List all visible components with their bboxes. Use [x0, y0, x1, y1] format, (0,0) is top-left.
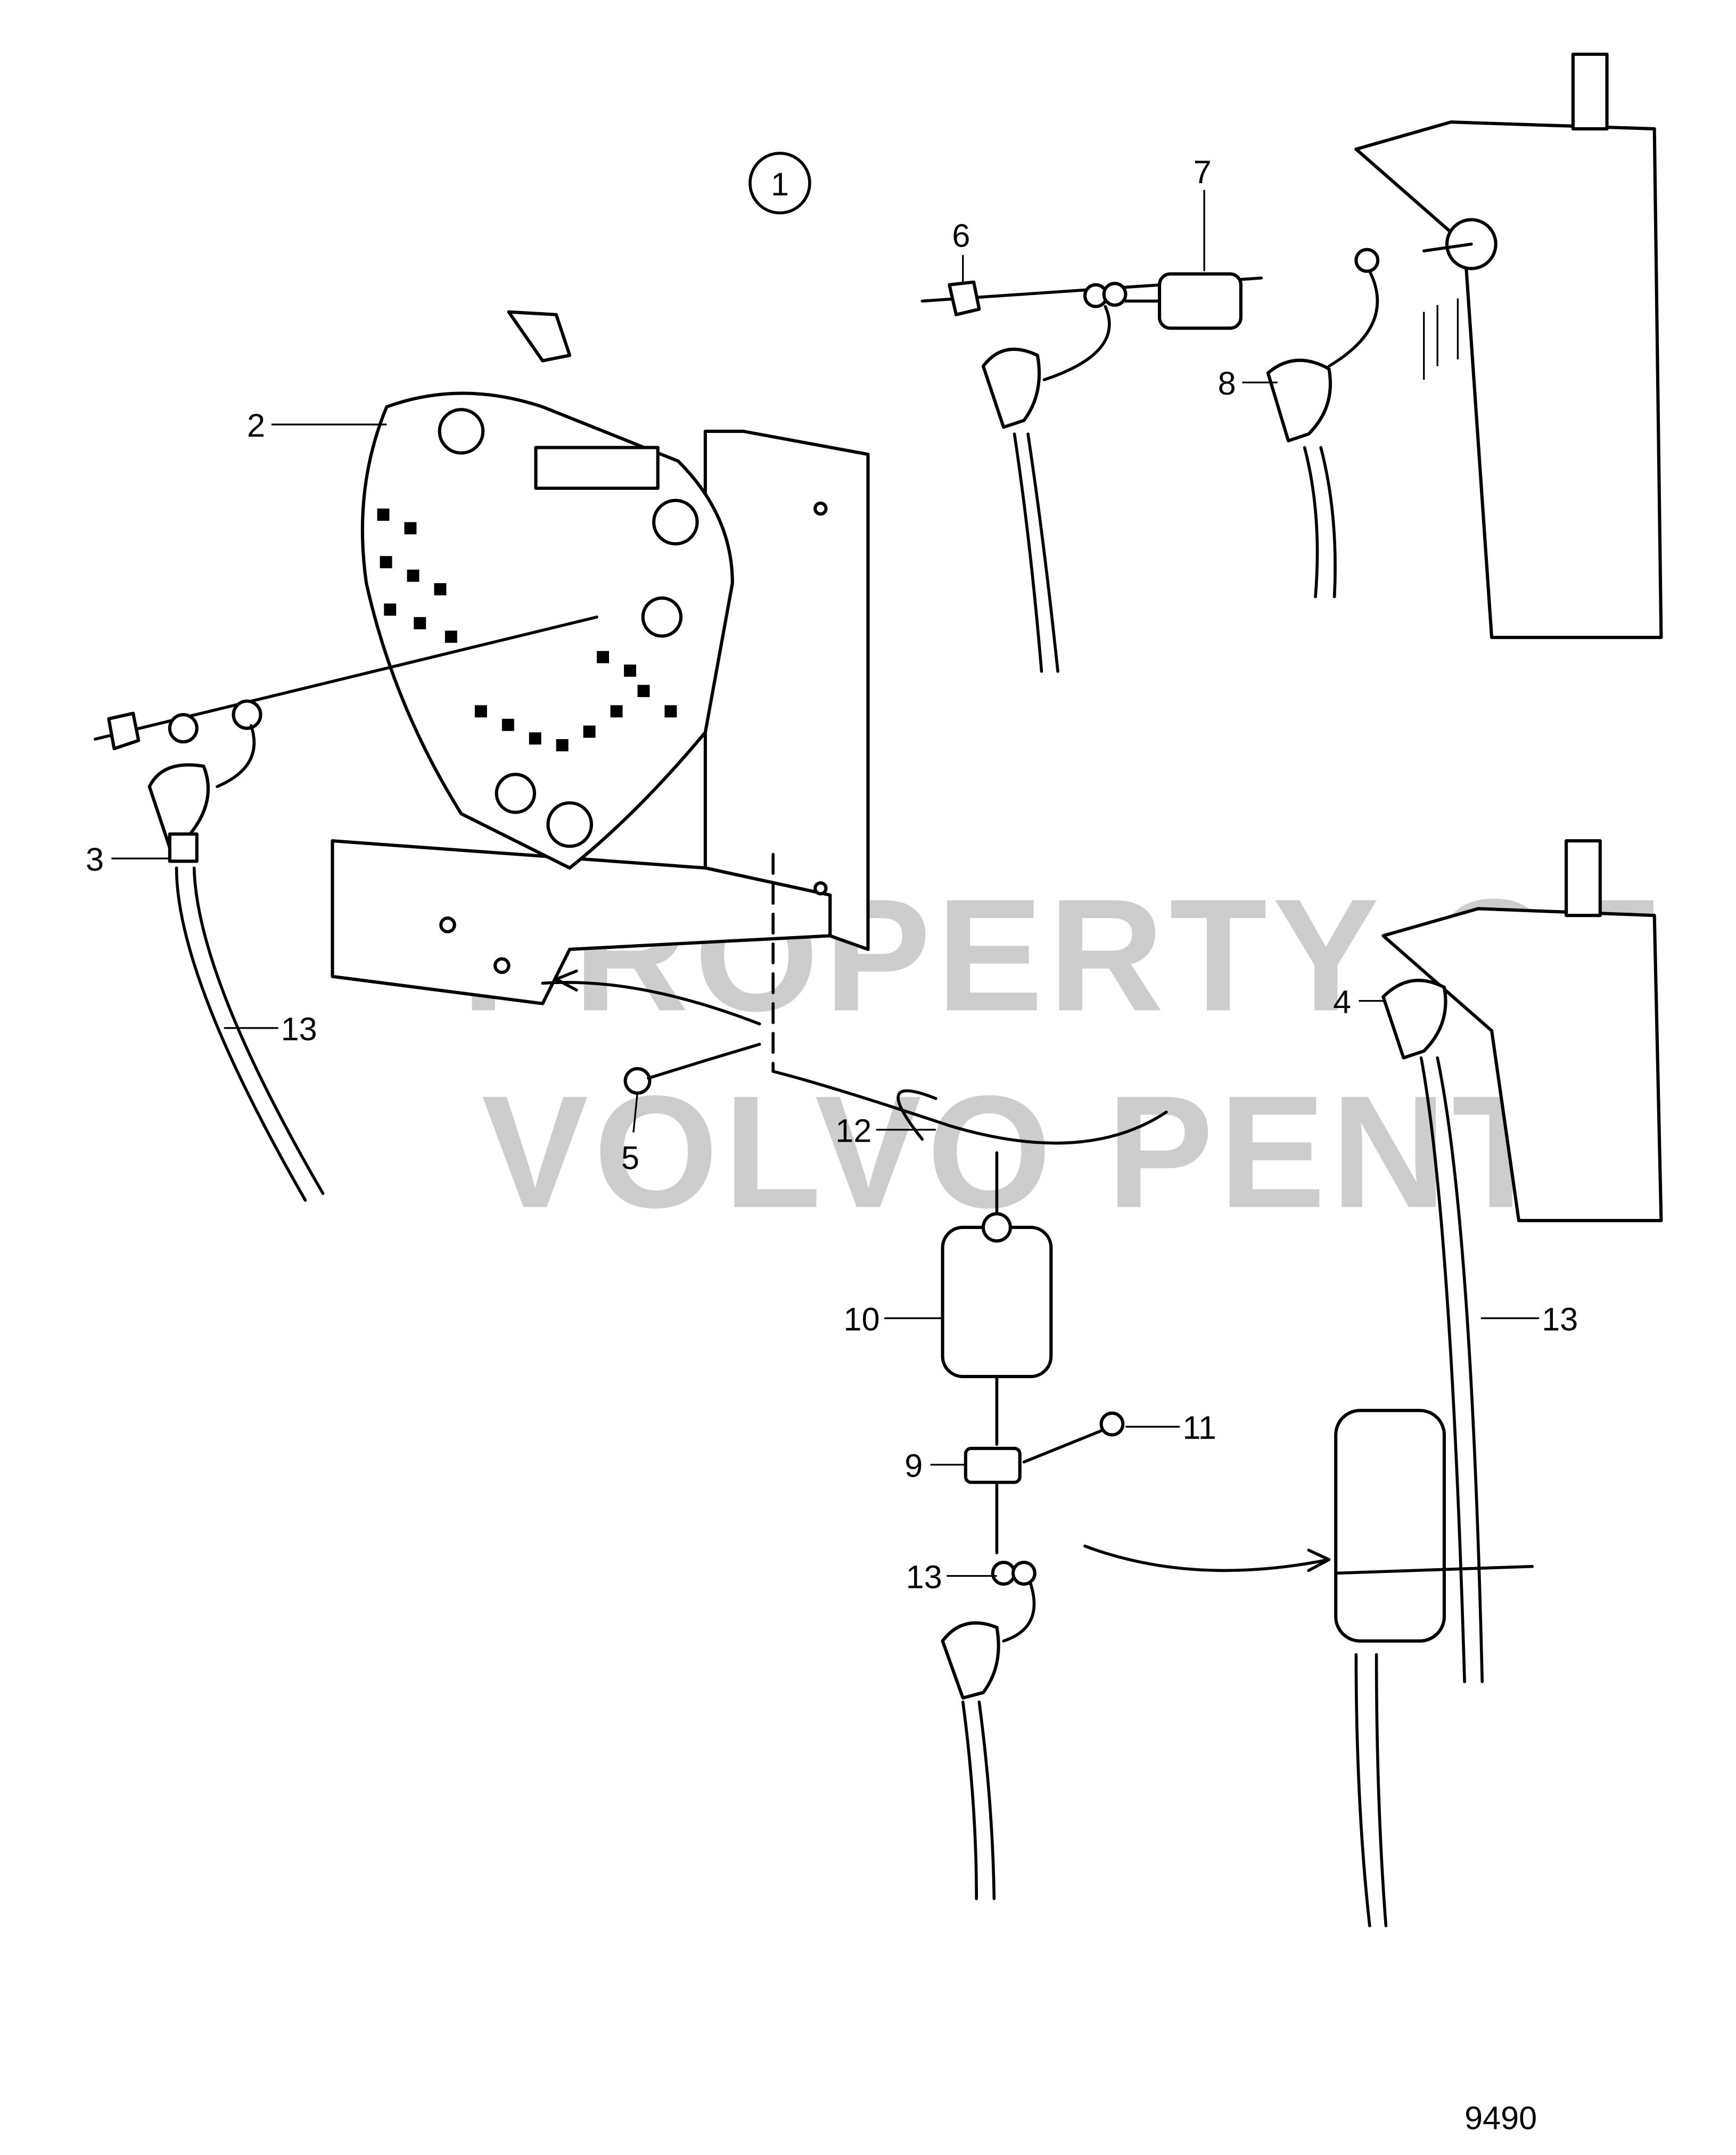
callout-4: 4	[1333, 984, 1384, 1020]
svg-text:13: 13	[1542, 1301, 1578, 1337]
callouts: 2 3 4 5 6 7 8 9 10 11 12 13 13 13	[86, 154, 1578, 1595]
connection-top	[920, 52, 1663, 673]
callout-13-left: 13	[224, 1011, 317, 1047]
screw-5	[623, 1043, 761, 1095]
callout-5: 5	[621, 1092, 639, 1176]
callout-13-bottom: 13	[906, 1559, 997, 1595]
rectifier-plate	[331, 310, 870, 1073]
svg-text:9: 9	[904, 1448, 923, 1484]
callout-2: 2	[247, 407, 387, 444]
svg-text:5: 5	[621, 1140, 639, 1176]
drawing-number: 9490	[1465, 2100, 1537, 2136]
svg-text:11: 11	[1182, 1410, 1216, 1446]
svg-text:4: 4	[1333, 984, 1351, 1020]
svg-text:7: 7	[1194, 154, 1212, 190]
callout-10: 10	[844, 1301, 943, 1337]
group-number: 1	[771, 166, 789, 202]
callout-13-right: 13	[1480, 1301, 1578, 1337]
callout-8: 8	[1218, 365, 1278, 401]
svg-text:12: 12	[835, 1112, 871, 1149]
callout-7: 7	[1194, 154, 1212, 272]
svg-text:6: 6	[952, 218, 970, 254]
connection-bottom	[1083, 839, 1663, 1928]
svg-text:2: 2	[247, 407, 265, 444]
svg-text:13: 13	[281, 1011, 317, 1047]
group-number-badge: 1	[748, 151, 811, 215]
svg-text:10: 10	[844, 1301, 880, 1337]
svg-text:13: 13	[906, 1559, 942, 1595]
callout-11: 11	[1125, 1410, 1216, 1446]
callout-12: 12	[835, 1112, 936, 1149]
svg-text:8: 8	[1218, 365, 1236, 401]
callout-9: 9	[904, 1448, 966, 1484]
cable-3	[93, 616, 598, 1202]
svg-text:3: 3	[86, 841, 104, 878]
watermark-line-2: VOLVO PENTA	[482, 1062, 1665, 1241]
callout-6: 6	[952, 218, 970, 285]
suppressor-kit	[771, 1070, 1168, 1900]
callout-3: 3	[86, 841, 170, 878]
